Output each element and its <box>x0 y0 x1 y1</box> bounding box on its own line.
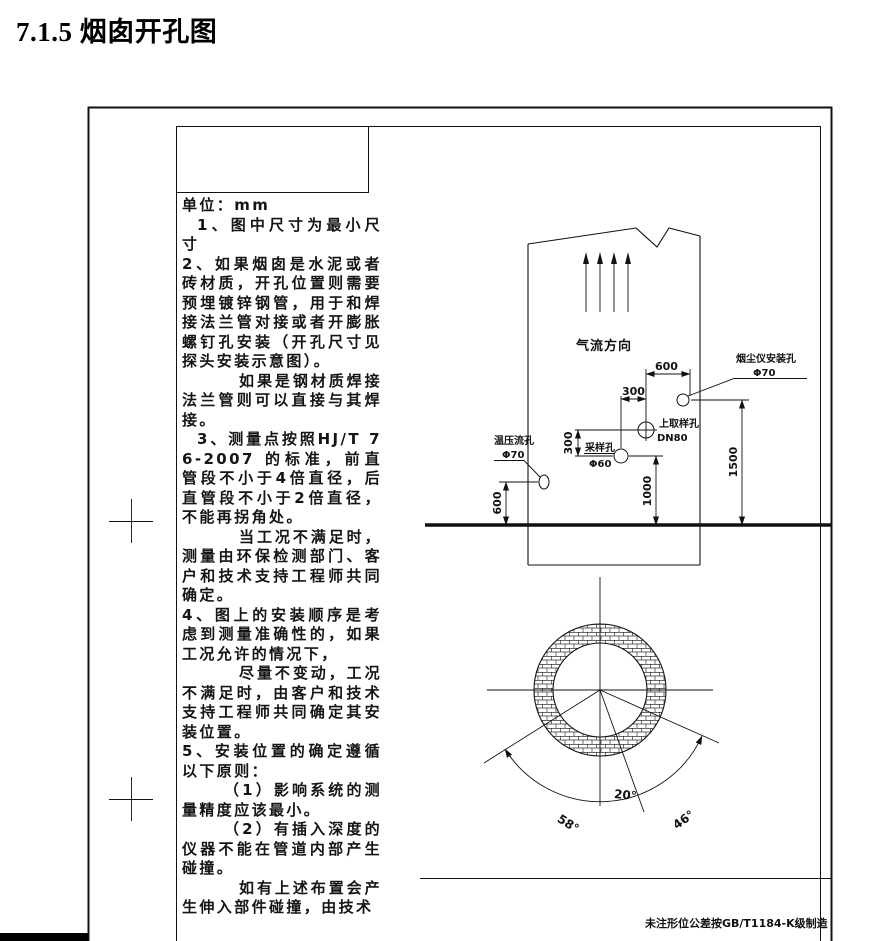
stack-elevation-view: 气流方向 600 300 300 1500 1000 600 烟 <box>425 227 831 566</box>
page-bottom-bar <box>0 933 88 941</box>
note-paragraph: （1）影响系统的测量精度应该最小。 <box>182 781 382 819</box>
airflow-direction-label: 气流方向 <box>576 338 632 354</box>
flow-arrows-icon <box>583 252 631 312</box>
temp-pressure-flow-hole <box>494 460 550 490</box>
note-paragraph: 当工况不满足时，测量由环保检测部门、客户和技术支持工程师共同确定。 <box>182 527 382 605</box>
dust-monitor-hole-label: 烟尘仪安装孔 <box>736 352 796 365</box>
sampling-hole <box>584 448 629 464</box>
note-paragraph: 3、测量点按照HJ/T 76-2007 的标准，前直管段不小于4倍直径，后直管段… <box>182 430 382 526</box>
note-paragraph: 如有上述布置会产生伸入部件碰撞，由技术 <box>182 878 382 917</box>
dim-300-horizontal: 300 <box>622 385 645 398</box>
dim-300-vertical: 300 <box>562 431 575 454</box>
upper-sampling-hole <box>635 419 657 441</box>
registration-cross-bottom <box>109 777 153 821</box>
dim-600-vertical: 600 <box>491 491 504 514</box>
note-paragraph: 5、安装位置的确定遵循以下原则： <box>182 742 382 780</box>
center-lines <box>487 577 713 806</box>
tolerance-note: 未注形位公差按GB/T1184-K级制造 <box>644 916 829 930</box>
angle-20-label: 20° <box>613 787 637 803</box>
dim-1500-vertical: 1500 <box>727 446 740 477</box>
upper-sampling-hole-label: 上取样孔 <box>659 417 699 430</box>
sheet-frame-inner <box>175 125 832 941</box>
temp-pressure-flow-hole-label: 温压流孔 <box>494 434 534 447</box>
angle-58-label: 58° <box>555 812 582 836</box>
note-paragraph: （2）有插入深度的仪器不能在管道内部产生碰撞。 <box>182 820 382 877</box>
note-paragraph: 单位：mm <box>182 196 271 214</box>
dust-monitor-hole <box>676 378 807 407</box>
section-title: 7.1.5 烟囱开孔图 <box>16 17 218 47</box>
sampling-hole-size: Φ60 <box>589 459 611 470</box>
angle-46-label: 46° <box>670 807 697 832</box>
note-paragraph: 尽量不变动，工况不满足时，由客户和技术支持工程师共同确定其安装位置。 <box>182 664 382 741</box>
chimney-outline <box>527 227 701 566</box>
dimension-lines <box>499 369 749 526</box>
note-paragraph: 如果是钢材质焊接法兰管则可以直接与其焊接。 <box>182 371 382 429</box>
registration-cross-top <box>109 499 153 543</box>
dim-600-horizontal: 600 <box>655 360 678 373</box>
note-paragraph: 2、如果烟囱是水泥或者砖材质，开孔位置则需要预埋镀锌钢管，用于和焊接法兰管对接或… <box>182 254 382 371</box>
temp-pressure-flow-hole-size: Φ70 <box>502 450 524 461</box>
upper-sampling-hole-size: DN80 <box>657 433 688 444</box>
angle-dimension-arc <box>504 735 703 803</box>
note-paragraph: 1、图中尺寸为最小尺寸 <box>182 215 382 254</box>
drawing-notes: 单位：mm 1、图中尺寸为最小尺寸 2、如果烟囱是水泥或者砖材质，开孔位置则需要… <box>182 196 382 918</box>
note-paragraph: 4、图上的安装顺序是考虑到测量准确性的，如果工况允许的情况下， <box>182 605 382 663</box>
sampling-hole-label: 采样孔 <box>584 441 615 454</box>
dust-monitor-hole-size: Φ70 <box>753 368 775 379</box>
title-block <box>175 125 370 194</box>
sheet-frame-outer <box>87 106 833 941</box>
dim-1000-vertical: 1000 <box>641 475 654 506</box>
stack-section-view: 58° 20° 46° <box>483 577 720 836</box>
